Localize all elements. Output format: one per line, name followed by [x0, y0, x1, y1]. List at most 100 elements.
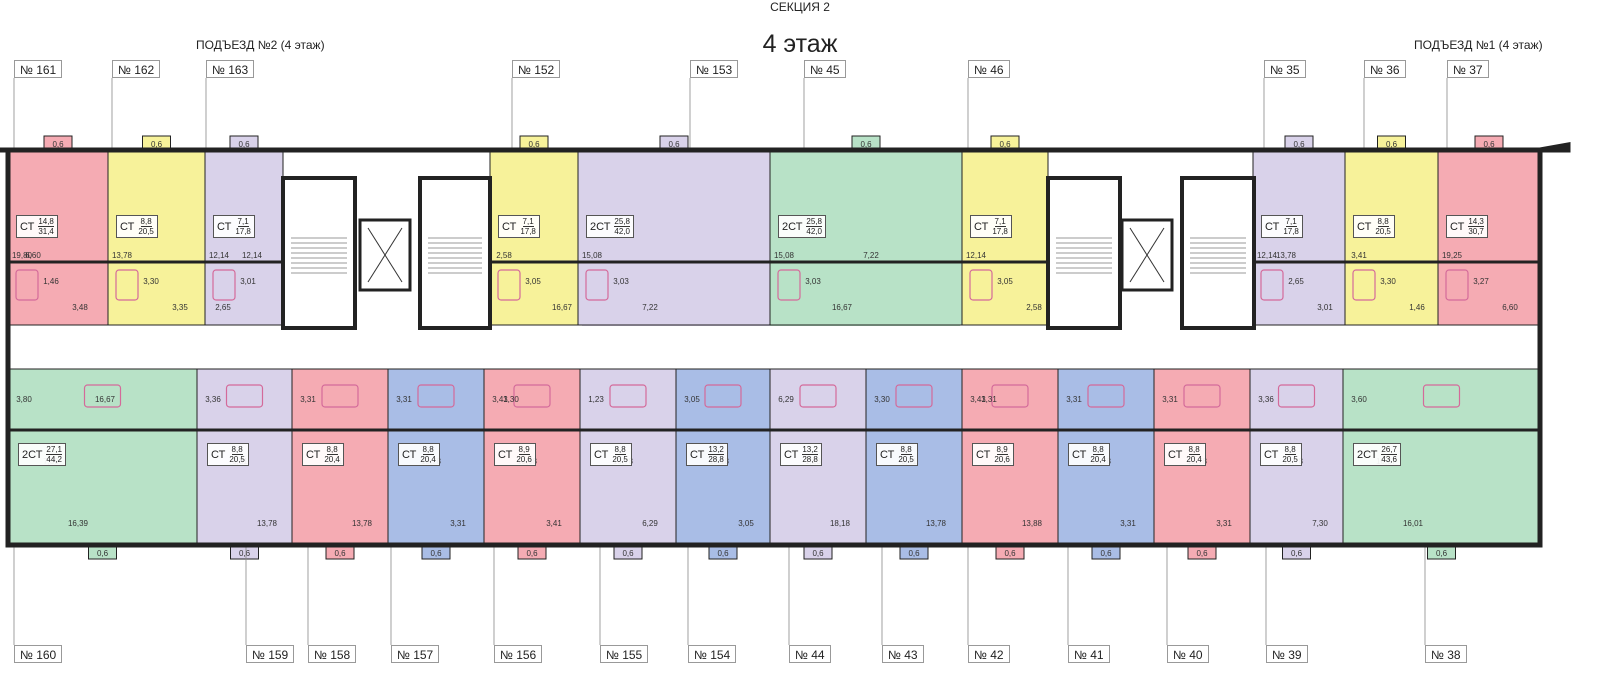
balcony-area-top-6: 0,6: [999, 140, 1011, 149]
room-area-bottom-2: 16,39: [68, 519, 89, 528]
apartment-number-top-4: № 153: [690, 60, 739, 78]
room-area-bottom-33: 3,31: [1066, 395, 1082, 404]
living-area: 14,8: [38, 217, 54, 227]
bath-fixture-bottom-8: [895, 384, 933, 408]
room-area-top-17: 15,08: [774, 251, 795, 260]
balcony-area-top-5: 0,6: [860, 140, 872, 149]
room-area-bottom-13: 3,41: [492, 395, 508, 404]
apartment-type: СТ: [880, 448, 895, 461]
living-area: 8,8: [422, 445, 434, 455]
apartment-type: СТ: [211, 448, 226, 461]
living-area: 8,8: [1092, 445, 1104, 455]
living-area: 7,1: [994, 217, 1006, 227]
balcony-area-bottom-3: 0,6: [430, 549, 442, 558]
living-area: 7,1: [1285, 217, 1297, 227]
apartment-number-bottom-2: № 158: [308, 645, 357, 663]
room-area-bottom-38: 3,31: [1216, 519, 1232, 528]
bath-fixture-bottom-1: [225, 384, 264, 408]
living-area: 13,2: [708, 445, 724, 455]
apartment-type: СТ: [594, 448, 609, 461]
apartment-number-bottom-13: № 38: [1425, 645, 1467, 663]
total-area: 20,5: [612, 455, 628, 464]
balcony-area-bottom-1: 0,6: [239, 549, 251, 558]
room-area-top-1: 1,46: [43, 277, 59, 286]
entrance-1-label: ПОДЪЕЗД №1 (4 этаж): [1414, 38, 1543, 52]
room-area-top-28: 3,41: [1351, 251, 1367, 260]
total-area: 20,4: [420, 455, 436, 464]
total-area: 20,5: [1282, 455, 1298, 464]
total-area: 30,7: [1468, 227, 1484, 236]
apartment-number-top-5: № 45: [804, 60, 846, 78]
apartment-type: СТ: [976, 448, 991, 461]
apartment-number-top-9: № 37: [1447, 60, 1489, 78]
apartment-number-bottom-5: № 155: [600, 645, 649, 663]
apartment-type: СТ: [1265, 220, 1280, 233]
living-area: 8,8: [1284, 445, 1296, 455]
bath-fixture-bottom-10: [1087, 384, 1125, 408]
room-area-bottom-6: 13,78: [257, 519, 278, 528]
room-area-top-24: 12,14: [1257, 251, 1278, 260]
living-area: 25,8: [806, 217, 822, 227]
living-area: 7,1: [522, 217, 534, 227]
room-area-top-30: 1,46: [1409, 303, 1425, 312]
bath-fixture-bottom-13: [1422, 384, 1461, 408]
room-area-top-4: 13,78: [112, 251, 133, 260]
total-area: 17,8: [992, 227, 1008, 236]
total-area: 20,5: [1375, 227, 1391, 236]
living-area: 8,8: [1377, 217, 1389, 227]
apartment-number-bottom-6: № 154: [688, 645, 737, 663]
corridor: [155, 325, 1395, 369]
living-area: 27,1: [46, 445, 62, 455]
room-area-top-14: 15,08: [582, 251, 603, 260]
balcony-area-top-2: 0,6: [238, 140, 250, 149]
balcony-area-top-0: 0,6: [52, 140, 64, 149]
room-area-bottom-20: 3,05: [684, 395, 700, 404]
room-area-top-6: 3,35: [172, 303, 188, 312]
room-area-bottom-7: 3,31: [300, 395, 316, 404]
room-area-bottom-0: 3,80: [16, 395, 32, 404]
living-area: 8,8: [326, 445, 338, 455]
balcony-area-top-9: 0,6: [1483, 140, 1495, 149]
balcony-area-bottom-10: 0,6: [1100, 549, 1112, 558]
apartment-type: 2СТ: [1357, 448, 1378, 461]
balcony-area-top-7: 0,6: [1293, 140, 1305, 149]
living-area: 25,8: [614, 217, 630, 227]
bath-fixture-bottom-11: [1183, 384, 1221, 408]
entrance-2-label: ПОДЪЕЗД №2 (4 этаж): [196, 38, 325, 52]
room-area-top-22: 3,05: [997, 277, 1013, 286]
balcony-area-bottom-2: 0,6: [334, 549, 346, 558]
balcony-area-top-3: 0,6: [528, 140, 540, 149]
bath-fixture-bottom-9: [991, 384, 1029, 408]
room-area-bottom-44: 16,01: [1403, 519, 1424, 528]
total-area: 17,8: [520, 227, 536, 236]
bath-fixture-top-1: [115, 269, 139, 301]
bath-fixture-top-5: [777, 269, 801, 301]
room-area-bottom-29: 3,41: [970, 395, 986, 404]
bath-fixture-bottom-3: [417, 384, 455, 408]
room-area-bottom-35: 3,31: [1120, 519, 1136, 528]
bath-fixture-bottom-5: [609, 384, 647, 408]
apartment-number-top-2: № 163: [206, 60, 255, 78]
room-area-top-15: 3,03: [613, 277, 629, 286]
room-area-bottom-9: 13,78: [352, 519, 373, 528]
total-area: 42,0: [806, 227, 822, 236]
apartment-type: СТ: [498, 448, 513, 461]
